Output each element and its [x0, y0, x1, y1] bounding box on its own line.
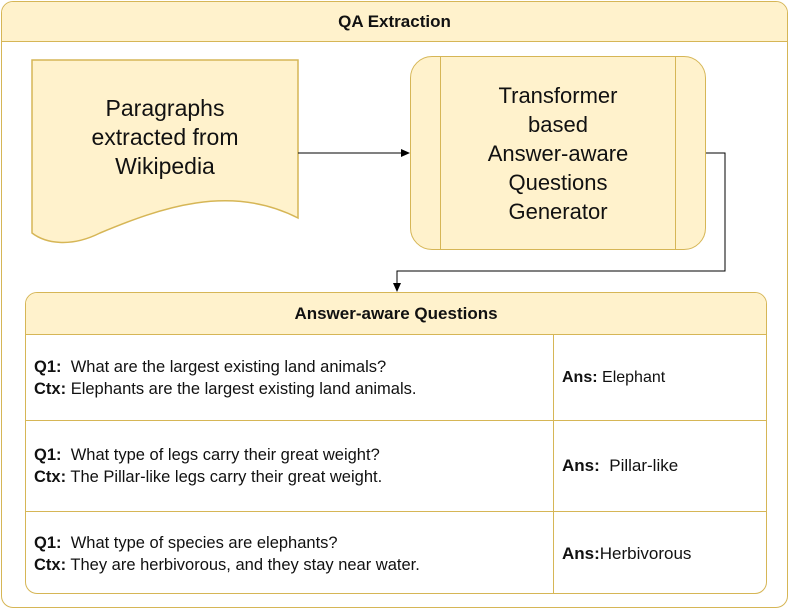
document-line: Wikipedia — [115, 153, 215, 179]
answer-text: Elephant — [602, 368, 666, 386]
q-label: Q1: — [34, 446, 62, 464]
generator-line: Transformer — [498, 82, 618, 108]
ans-label: Ans: — [562, 456, 600, 475]
question-line: Q1: What are the largest existing land a… — [34, 356, 553, 378]
arrowhead-table — [393, 283, 401, 292]
context-line: Ctx: They are herbivorous, and they stay… — [34, 554, 553, 576]
q-label: Q1: — [34, 533, 62, 552]
question-text: What type of species are elephants? — [70, 533, 338, 552]
document-line: extracted from — [91, 124, 239, 150]
answer-cell: Ans: Elephant — [554, 335, 766, 420]
generator-line: Generator — [508, 198, 608, 224]
answer-text: Herbivorous — [599, 543, 692, 563]
document-line: Paragraphs — [105, 95, 225, 121]
question-cell: Q1: What are the largest existing land a… — [26, 335, 554, 420]
ans-label: Ans: — [562, 368, 598, 386]
table-row: Q1: What are the largest existing land a… — [26, 335, 766, 421]
question-line: Q1: What type of species are elephants? — [34, 532, 553, 554]
table-row: Q1: What type of legs carry their great … — [26, 421, 766, 512]
arrow-generator-to-table — [396, 152, 726, 284]
generator-label: Transformer based Answer-aware Questions… — [441, 57, 675, 249]
question-text: What are the largest existing land anima… — [70, 357, 387, 376]
context-text: They are herbivorous, and they stay near… — [70, 555, 420, 574]
answer-aware-questions-table: Answer-aware Questions Q1: What are the … — [25, 292, 767, 594]
document-shape — [31, 59, 299, 244]
q-label: Q1: — [34, 357, 62, 376]
arrowhead-generator — [401, 149, 410, 157]
answer-cell: Ans: Herbivorous — [554, 512, 766, 593]
generator-line: Questions — [508, 169, 608, 195]
question-cell: Q1: What type of species are elephants? … — [26, 512, 554, 593]
question-text: What type of legs carry their great weig… — [70, 446, 380, 464]
document-label: Paragraphs extracted from Wikipedia — [33, 60, 297, 215]
process-left-divider — [440, 57, 441, 249]
ctx-label: Ctx: — [34, 555, 67, 574]
question-line: Q1: What type of legs carry their great … — [34, 444, 553, 466]
context-line: Ctx: The Pillar-like legs carry their gr… — [34, 466, 553, 488]
question-cell: Q1: What type of legs carry their great … — [26, 421, 554, 511]
context-text: Elephants are the largest existing land … — [70, 379, 417, 398]
context-line: Ctx: Elephants are the largest existing … — [34, 378, 553, 400]
generator-line: Answer-aware — [487, 140, 629, 166]
ans-label: Ans: — [562, 543, 600, 563]
generator-process-box: Transformer based Answer-aware Questions… — [410, 56, 706, 250]
generator-line: based — [528, 111, 588, 137]
process-right-divider — [675, 57, 676, 249]
qa-extraction-title: QA Extraction — [2, 2, 787, 42]
answer-text: Pillar-like — [609, 456, 679, 475]
answer-cell: Ans: Pillar-like — [554, 421, 766, 511]
table-row: Q1: What type of species are elephants? … — [26, 512, 766, 593]
ctx-label: Ctx: — [34, 468, 67, 486]
context-text: The Pillar-like legs carry their great w… — [70, 468, 383, 486]
ctx-label: Ctx: — [34, 379, 67, 398]
table-title: Answer-aware Questions — [26, 293, 766, 335]
